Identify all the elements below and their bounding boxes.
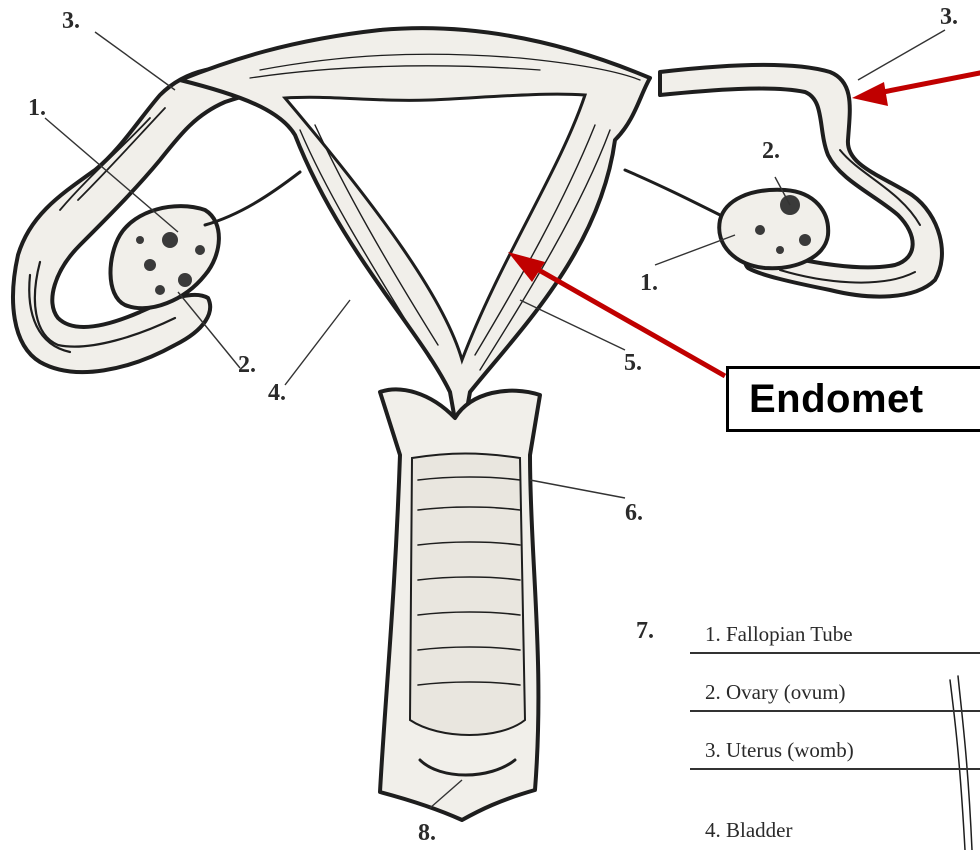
- label-5: 5.: [624, 350, 642, 376]
- key-item-3: 3. Uterus (womb): [705, 738, 854, 763]
- key-rule-3: [690, 768, 980, 770]
- right-ovary: [625, 170, 828, 268]
- label-7: 7.: [636, 618, 654, 644]
- label-1-right: 1.: [640, 270, 658, 296]
- left-ovary: [110, 172, 300, 308]
- label-8: 8.: [418, 820, 436, 846]
- key-rule-1: [690, 652, 980, 654]
- key-item-4: 4. Bladder: [705, 818, 792, 843]
- label-2-right: 2.: [762, 138, 780, 164]
- callout-text: Endomet: [749, 377, 924, 422]
- key-item-1: 1. Fallopian Tube: [705, 622, 853, 647]
- label-3-right: 3.: [940, 4, 958, 30]
- label-4: 4.: [268, 380, 286, 406]
- label-1-left: 1.: [28, 95, 46, 121]
- label-6: 6.: [625, 500, 643, 526]
- endometrium-callout: Endomet: [726, 366, 980, 432]
- key-rule-2: [690, 710, 980, 712]
- vagina: [380, 389, 540, 820]
- key-item-2: 2. Ovary (ovum): [705, 680, 846, 705]
- label-3-left: 3.: [62, 8, 80, 34]
- label-2-left: 2.: [238, 352, 256, 378]
